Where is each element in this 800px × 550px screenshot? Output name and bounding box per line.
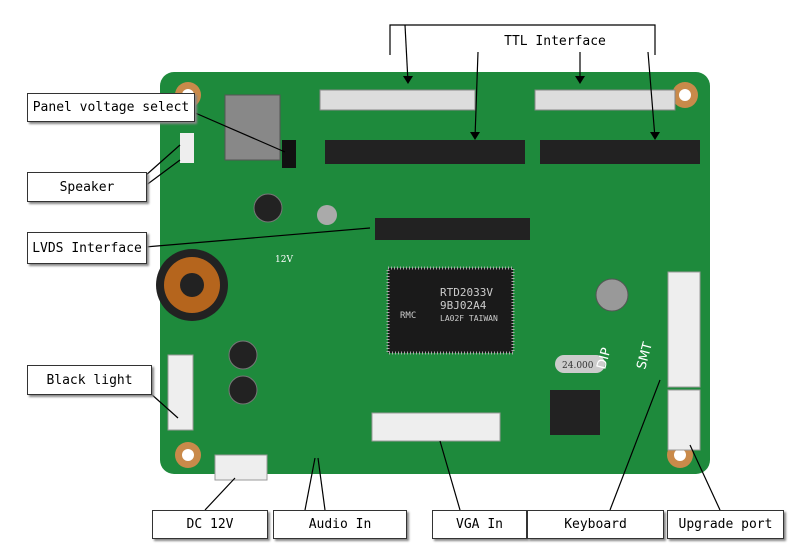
label-back-light: Black light	[27, 365, 152, 395]
ttl-fpc-connector-right	[534, 89, 676, 111]
crystal	[555, 355, 605, 373]
label-speaker: Speaker	[27, 172, 147, 202]
keyboard-connector	[667, 271, 701, 388]
crystal-mark: 24.000	[562, 361, 594, 371]
backlight-connector	[167, 354, 194, 431]
leader-lines	[144, 24, 721, 511]
upgrade-connector	[667, 389, 701, 451]
chip-line1: RTD2033V	[440, 286, 493, 299]
toroid-inductor	[180, 273, 204, 297]
panel-voltage-jumper	[282, 140, 296, 168]
dc-connector	[214, 454, 268, 481]
label-upgrade-port: Upgrade port	[667, 510, 784, 539]
v12-mark: 12V	[275, 255, 293, 265]
ttl-header-right	[540, 140, 700, 164]
chip-logo: RMC	[400, 311, 417, 321]
voltage-regulator	[224, 94, 281, 161]
label-lvds-interface: LVDS Interface	[27, 232, 147, 264]
main-chip	[386, 266, 515, 355]
chip-marking: RTD2033V 9BJ02A4 LA02F TAIWAN	[440, 286, 498, 325]
label-keyboard: Keyboard	[527, 510, 664, 539]
dip-mark: DIP	[594, 346, 614, 371]
chip-line2: 9BJ02A4	[440, 299, 487, 312]
smt-mark: SMT	[634, 341, 656, 371]
lvds-header	[375, 218, 530, 240]
label-vga-in: VGA In	[432, 510, 527, 539]
vga-connector	[371, 412, 501, 442]
mcu-chip	[550, 390, 600, 435]
label-ttl-interface: TTL Interface	[504, 33, 606, 49]
speaker-connector	[180, 133, 194, 163]
ttl-fpc-connector-left	[319, 89, 476, 111]
chip-line3: LA02F TAIWAN	[440, 314, 498, 323]
label-dc-12v: DC 12V	[152, 510, 268, 539]
label-audio-in: Audio In	[273, 510, 407, 539]
ttl-header-left	[325, 140, 525, 164]
label-panel-voltage-select: Panel voltage select	[27, 93, 195, 122]
